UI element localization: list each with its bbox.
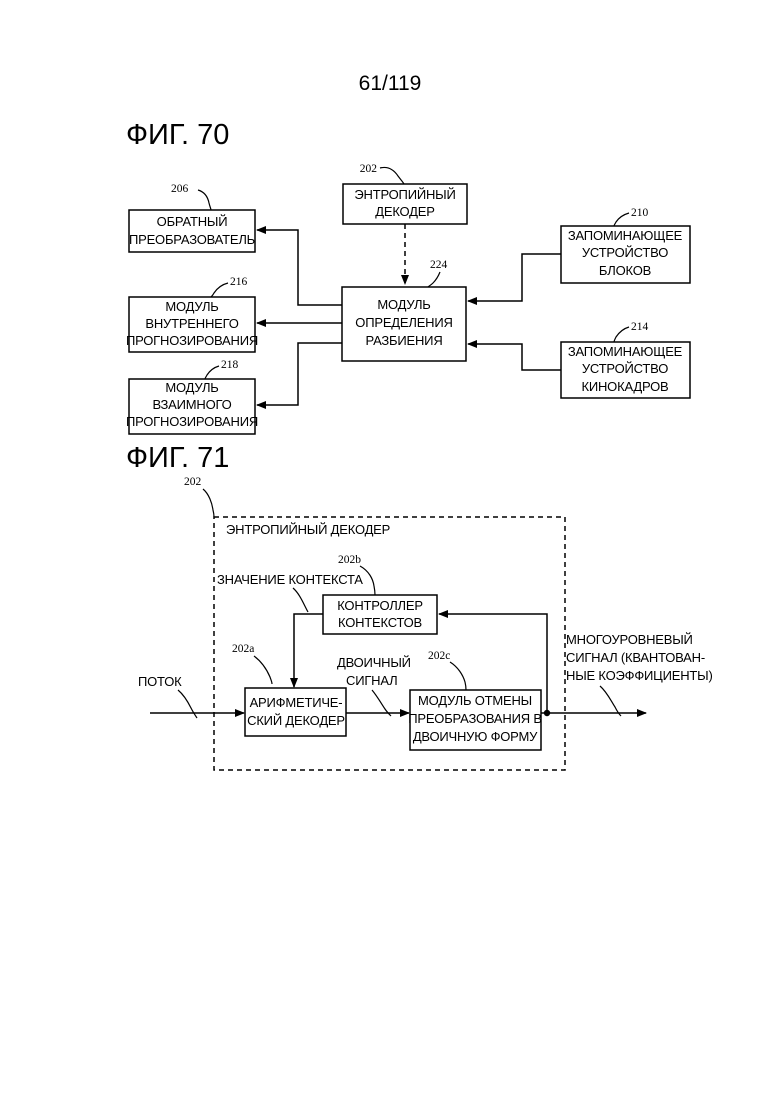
block-label-line: КИНОКАДРОВ [581, 379, 668, 394]
binary-signal-label: СИГНАЛ [346, 673, 397, 688]
output-signal-label: СИГНАЛ (КВАНТОВАН- [566, 650, 705, 665]
block-label-line: СКИЙ ДЕКОДЕР [247, 713, 345, 728]
block-label-line: КОНТЕКСТОВ [338, 615, 422, 630]
block-label-line: ПРОГНОЗИРОВАНИЯ [126, 414, 258, 429]
block-label-line: АРИФМЕТИЧЕ- [250, 695, 343, 710]
block-label-line: ПРЕОБРАЗОВАТЕЛЬ [129, 232, 255, 247]
block-label-line: ЭНТРОПИЙНЫЙ [354, 187, 455, 202]
block-label-line: БЛОКОВ [599, 263, 651, 278]
ref-numeral: 202c [428, 650, 450, 662]
output-signal-label: НЫЕ КОЭФФИЦИЕНТЫ) [566, 668, 713, 683]
leader-line [211, 283, 228, 297]
leader-line [203, 489, 214, 517]
fig70-block-memory: ЗАПОМИНАЮЩЕЕ УСТРОЙСТВО БЛОКОВ 210 [561, 207, 690, 283]
page-number: 61/119 [359, 72, 422, 95]
fig71-debinarization-module: МОДУЛЬ ОТМЕНЫ ПРЕОБРАЗОВАНИЯ В ДВОИЧНУЮ … [408, 650, 542, 750]
arrow-partition-to-inverse-transformer [257, 230, 342, 305]
block-label-line: РАЗБИЕНИЯ [365, 333, 442, 348]
arrow-context-value [294, 614, 323, 687]
arrow-block-memory-to-partition [468, 254, 561, 301]
leader-line [450, 662, 466, 690]
leader-line [293, 588, 308, 612]
leader-line [614, 327, 629, 342]
leader-line [380, 167, 404, 184]
block-label-line: МОДУЛЬ ОТМЕНЫ [418, 693, 532, 708]
block-label-line: МОДУЛЬ [165, 380, 218, 395]
block-label-line: ЗАПОМИНАЮЩЕЕ [568, 344, 683, 359]
leader-line [614, 213, 629, 226]
block-label-line: ОБРАТНЫЙ [157, 214, 228, 229]
leader-line [372, 690, 391, 716]
fig71-context-controller: КОНТРОЛЛЕР КОНТЕКСТОВ 202b [323, 554, 437, 634]
arrow-frame-memory-to-partition [468, 344, 561, 370]
leader-line [428, 272, 440, 287]
fig71-boundary-label: ЭНТРОПИЙНЫЙ ДЕКОДЕР [226, 522, 390, 537]
stream-label: ПОТОК [138, 674, 182, 689]
block-label-line: УСТРОЙСТВО [582, 245, 668, 260]
fig70-frame-memory: ЗАПОМИНАЮЩЕЕ УСТРОЙСТВО КИНОКАДРОВ 214 [561, 321, 690, 398]
binary-signal-label: ДВОИЧНЫЙ [337, 655, 411, 670]
leader-line [198, 190, 211, 210]
fig70-inter-prediction-block: МОДУЛЬ ВЗАИМНОГО ПРОГНОЗИРОВАНИЯ 218 [126, 359, 258, 434]
fig70-inverse-transformer-block: ОБРАТНЫЙ ПРЕОБРАЗОВАТЕЛЬ 206 [129, 183, 255, 252]
block-label-line: ОПРЕДЕЛЕНИЯ [355, 315, 452, 330]
context-value-label: ЗНАЧЕНИЕ КОНТЕКСТА [217, 572, 363, 587]
fig71-arithmetic-decoder: АРИФМЕТИЧЕ- СКИЙ ДЕКОДЕР 202a [232, 643, 346, 736]
ref-numeral: 216 [230, 276, 248, 288]
block-label-line: МОДУЛЬ [377, 297, 430, 312]
ref-numeral: 202a [232, 643, 254, 655]
ref-numeral: 210 [631, 207, 649, 219]
fig71-title: ФИГ. 71 [126, 442, 229, 474]
block-label-line: МОДУЛЬ [165, 299, 218, 314]
leader-line [205, 366, 219, 379]
leader-line [254, 656, 272, 684]
block-label-line: КОНТРОЛЛЕР [337, 598, 423, 613]
block-label-line: ПРОГНОЗИРОВАНИЯ [126, 333, 258, 348]
fig70-partition-module-block: МОДУЛЬ ОПРЕДЕЛЕНИЯ РАЗБИЕНИЯ 224 [342, 259, 466, 361]
block-label-line: ПРЕОБРАЗОВАНИЯ В [408, 711, 542, 726]
block-label-line: УСТРОЙСТВО [582, 361, 668, 376]
ref-numeral: 218 [221, 359, 239, 371]
ref-numeral: 206 [171, 183, 189, 195]
ref-numeral: 202b [338, 554, 361, 566]
block-label-line: ВНУТРЕННЕГО [145, 316, 238, 331]
leader-line [600, 686, 621, 716]
fig70-intra-prediction-block: МОДУЛЬ ВНУТРЕННЕГО ПРОГНОЗИРОВАНИЯ 216 [126, 276, 258, 352]
arrow-partition-to-inter [257, 343, 342, 405]
block-label-line: ДВОИЧНУЮ ФОРМУ [413, 729, 538, 744]
leader-line [178, 690, 197, 718]
block-label-line: ДЕКОДЕР [375, 204, 434, 219]
fig70-title: ФИГ. 70 [126, 119, 229, 151]
block-label-line: ЗАПОМИНАЮЩЕЕ [568, 228, 683, 243]
ref-numeral: 224 [430, 259, 448, 271]
ref-numeral: 214 [631, 321, 649, 333]
ref-numeral: 202 [360, 163, 378, 175]
ref-numeral: 202 [184, 476, 202, 488]
block-label-line: ВЗАИМНОГО [152, 397, 231, 412]
output-signal-label: МНОГОУРОВНЕВЫЙ [566, 632, 693, 647]
fig70-entropy-decoder-block: ЭНТРОПИЙНЫЙ ДЕКОДЕР 202 [343, 163, 467, 224]
